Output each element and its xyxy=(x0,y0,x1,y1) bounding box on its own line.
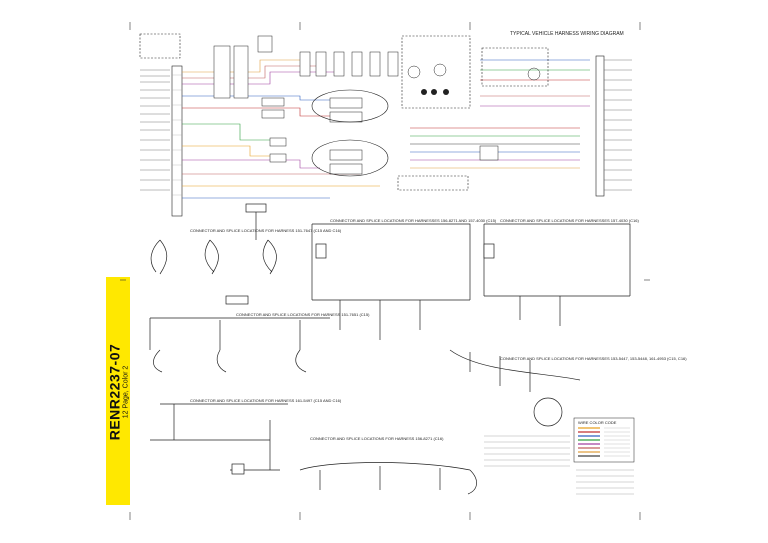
harness-group-1: CONNECTOR AND SPLICE LOCATIONS FOR HARNE… xyxy=(150,203,342,275)
caption-153-5447: CONNECTOR AND SPLICE LOCATIONS FOR HARNE… xyxy=(500,356,687,361)
diagram-title: TYPICAL VEHICLE HARNESS WIRING DIAGRAM xyxy=(510,31,624,37)
caption-157-4030: CONNECTOR AND SPLICE LOCATIONS FOR HARNE… xyxy=(500,218,639,223)
harness-group-3: CONNECTOR AND SPLICE LOCATIONS FOR HARNE… xyxy=(150,398,342,475)
caption-156-8271-c16: CONNECTOR AND SPLICE LOCATIONS FOR HARNE… xyxy=(310,436,444,441)
caption-151-7651: CONNECTOR AND SPLICE LOCATIONS FOR HARNE… xyxy=(236,312,370,317)
notes-block xyxy=(484,435,634,495)
harness-group-5: CONNECTOR AND SPLICE LOCATIONS FOR HARNE… xyxy=(483,218,639,326)
legend-title: WIRE COLOR CODE xyxy=(578,420,617,425)
document-tab xyxy=(106,277,130,505)
harness-group-2: CONNECTOR AND SPLICE LOCATIONS FOR HARNE… xyxy=(149,295,370,373)
harness-group-7: CONNECTOR AND SPLICE LOCATIONS FOR HARNE… xyxy=(449,349,687,427)
crop-marks xyxy=(120,22,650,520)
wire-color-legend: WIRE COLOR CODE xyxy=(573,417,635,463)
caption-151-7647: CONNECTOR AND SPLICE LOCATIONS FOR HARNE… xyxy=(190,228,342,233)
harness-group-4: CONNECTOR AND SPLICE LOCATIONS FOR HARNE… xyxy=(311,218,497,340)
caption-161-5497: CONNECTOR AND SPLICE LOCATIONS FOR HARNE… xyxy=(190,398,342,403)
schematic-area xyxy=(139,33,632,217)
caption-156-8271: CONNECTOR AND SPLICE LOCATIONS FOR HARNE… xyxy=(330,218,497,223)
legend-swatches xyxy=(578,427,630,457)
harness-group-6: CONNECTOR AND SPLICE LOCATIONS FOR HARNE… xyxy=(299,436,477,495)
